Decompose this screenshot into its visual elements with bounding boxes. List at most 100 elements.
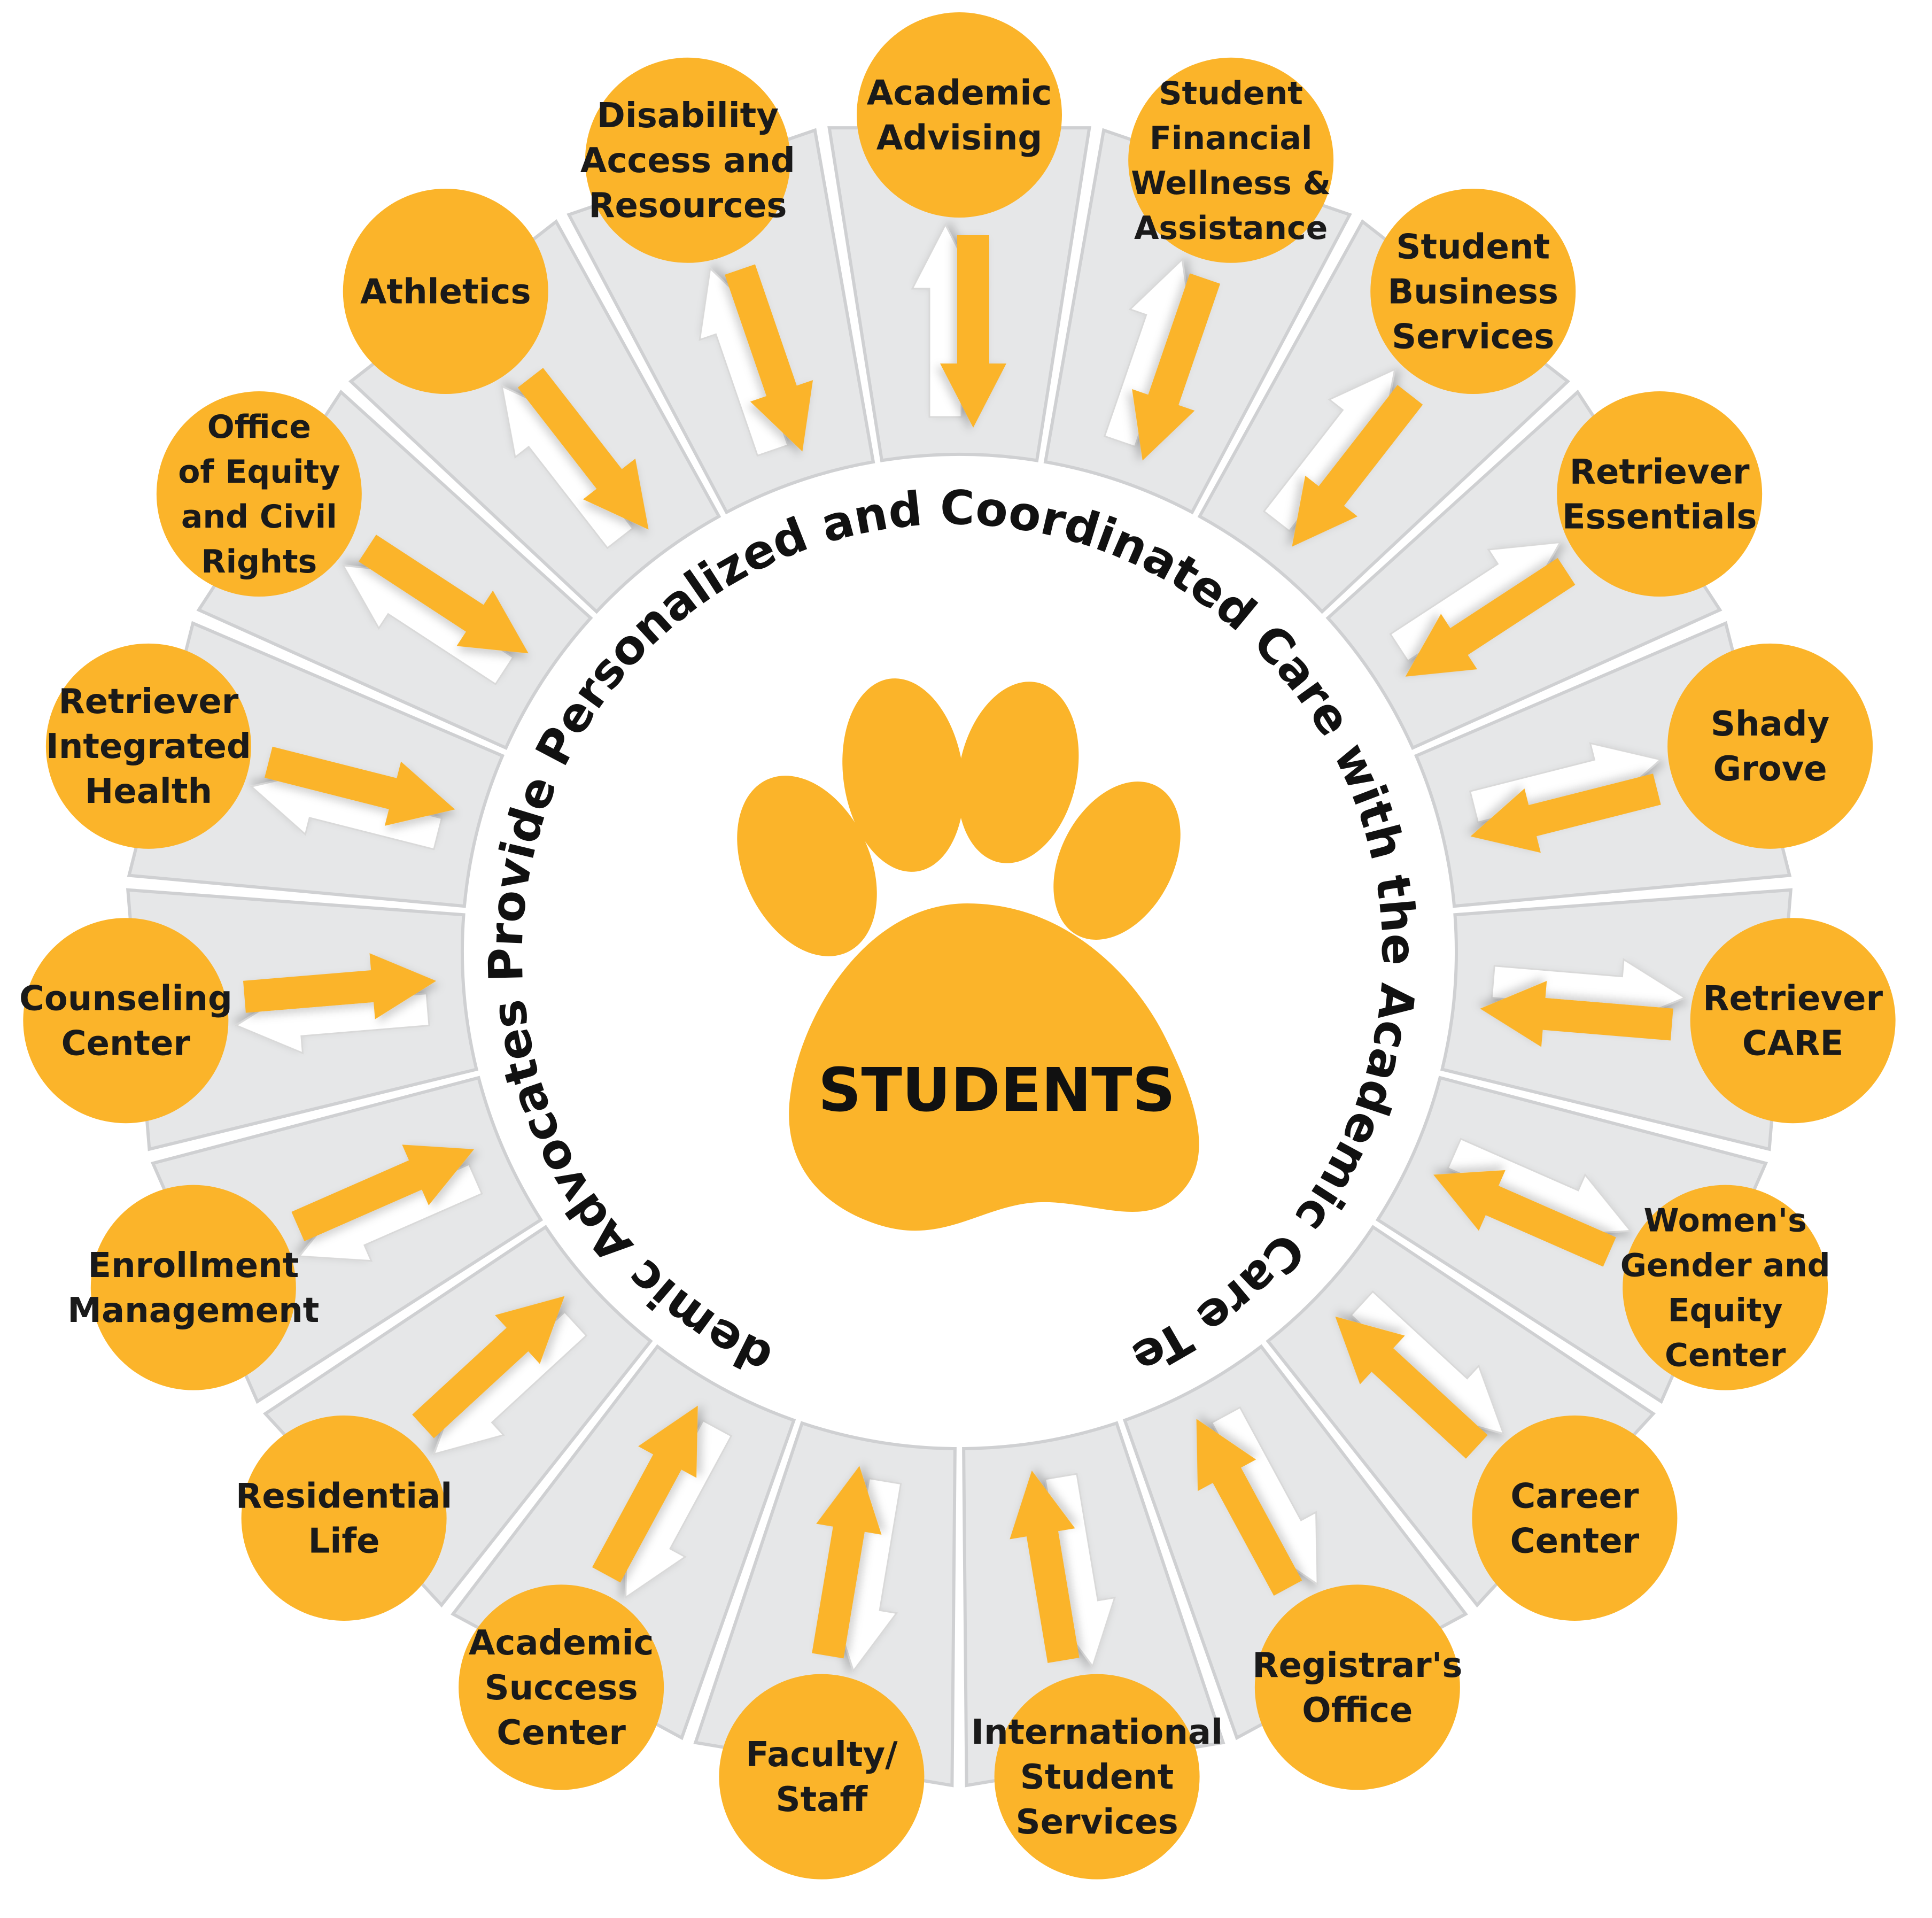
node-label-line: Retriever [58,682,238,722]
node-athletics[interactable]: Athletics [343,188,548,394]
arrow-in-student-business-services [1292,385,1423,547]
node-label-line: Business [1387,272,1558,312]
node-label-line: Grove [1713,749,1827,789]
node-label-line: Residential [236,1476,452,1516]
arrow-in-academic-advising [940,235,1006,428]
node-faculty-staff[interactable]: Faculty/Staff [719,1674,925,1880]
node-label-line: CARE [1742,1024,1844,1064]
node-circle [241,1415,447,1621]
arrow-in-retriever-care [1480,980,1673,1047]
node-circle [1667,643,1873,849]
node-circle [45,643,251,849]
arrow-in-faculty-staff [812,1466,882,1659]
arrow-pairs [234,222,1687,1673]
node-label-line: Disability [597,96,779,136]
node-circle [719,1674,925,1880]
arrow-in-womens-gender-equity-center [1433,1170,1616,1267]
node-label-line: Center [496,1713,626,1753]
arrow-in-residential-life [412,1296,565,1439]
node-label-line: Equity [1668,1292,1783,1329]
node-label-line: Rights [201,543,317,581]
node-label-line: Health [85,772,212,811]
paw-toe-1 [737,776,877,956]
node-label-line: Enrollment [88,1246,299,1286]
node-label-line: Counseling [19,979,232,1019]
paw-pad [789,903,1199,1231]
arrow-in-student-financial-wellness [1132,273,1221,461]
node-circle [1690,918,1896,1124]
node-label-line: Resources [588,186,787,226]
paw-toe-2 [842,678,964,872]
node-label-line: Center [61,1024,191,1064]
arrow-in-office-equity-civil-rights [359,535,529,654]
node-label-line: Career [1510,1476,1639,1516]
node-circle [1370,188,1576,394]
node-label-line: of Equity [178,453,340,491]
paw-toe-4 [1053,782,1181,940]
node-circle [1623,1185,1828,1390]
paw-print-icon [737,678,1199,1231]
node-label-line: Office [207,408,311,446]
arrow-in-retriever-integrated-health [265,746,455,826]
paw-toe-3 [957,682,1079,863]
node-label-line: Staff [776,1780,868,1820]
node-label-line: Student [1159,75,1303,112]
node-circle [1128,57,1334,263]
arrow-in-registrars-office [1196,1419,1302,1596]
arrow-in-shady-grove [1470,774,1661,853]
arrow-in-career-center [1335,1316,1488,1459]
node-circle [1472,1415,1678,1621]
node-label-line: Registrar's [1252,1646,1462,1685]
node-circle [585,57,790,263]
node-label-line: Retriever [1703,979,1883,1019]
arrow-in-retriever-essentials [1405,558,1576,677]
node-label-line: Success [485,1668,638,1708]
node-label-line: Retriever [1570,452,1750,492]
node-circle [1557,391,1763,597]
node-label-line: Academic [469,1623,654,1663]
node-label-line: Advising [876,118,1042,158]
node-label-line: Office [1302,1691,1413,1730]
node-label-line: Student [1396,227,1550,267]
node-label-line: Essentials [1562,497,1757,537]
node-label-line: Women's [1644,1202,1807,1240]
center-label: STUDENTS [818,1056,1175,1125]
arrow-in-enrollment-management [291,1144,475,1241]
node-label-line: Integrated [46,727,251,767]
node-label-line: Services [1392,317,1554,357]
service-nodes: AcademicAdvisingStudentFinancialWellness… [19,12,1896,1880]
node-label-line: and Civil [181,498,337,536]
arrow-in-athletics [517,368,649,530]
node-label-line: Access and [580,141,795,181]
node-circle [90,1185,296,1390]
node-label-line: Financial [1150,120,1313,157]
arrow-in-academic-success-center [592,1405,698,1583]
node-circle [857,12,1062,218]
node-label-line: Management [67,1291,319,1331]
node-label-line: Life [308,1521,380,1561]
arrow-in-counseling-center [243,953,437,1019]
node-label-line: Wellness & [1131,165,1331,202]
node-label-line: Assistance [1134,210,1328,247]
node-circle [994,1674,1200,1880]
node-label-line: Gender and [1620,1247,1830,1285]
